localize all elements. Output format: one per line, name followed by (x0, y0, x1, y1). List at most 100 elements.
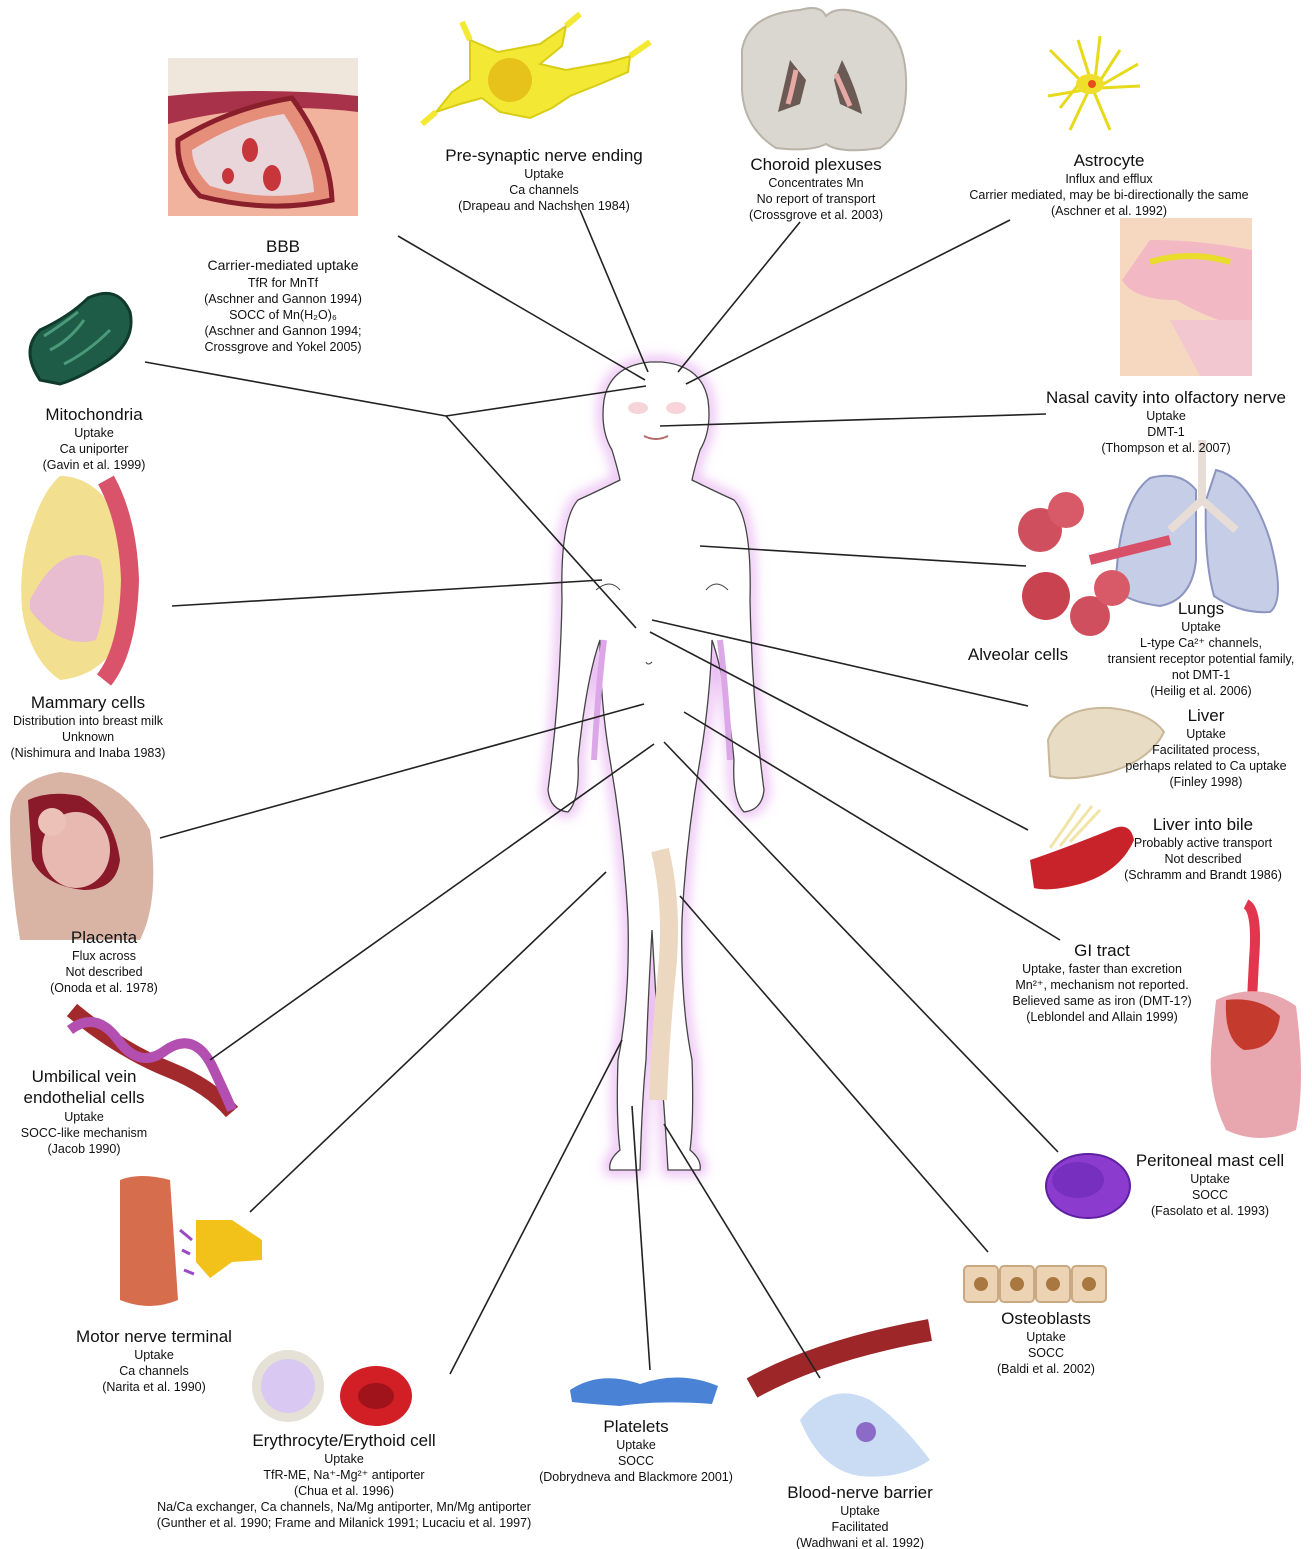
label-nasal-title: Nasal cavity into olfactory nerve (1030, 387, 1302, 408)
label-bbb-title: BBB (168, 236, 398, 257)
label-alveolar: Alveolar cells (956, 644, 1080, 665)
label-choroid: Choroid plexuses Concentrates Mn No repo… (726, 154, 906, 223)
label-gi-line: Mn²⁺, mechanism not reported. (996, 977, 1208, 993)
label-gi: GI tract Uptake, faster than excretion M… (996, 940, 1208, 1025)
label-placenta-line: (Onoda et al. 1978) (34, 980, 174, 996)
label-nasal-line: DMT-1 (1030, 424, 1302, 440)
presynaptic-image (422, 14, 650, 124)
label-choroid-line: Concentrates Mn (726, 175, 906, 191)
platelets-image (570, 1377, 718, 1406)
label-presynaptic: Pre-synaptic nerve ending Uptake Ca chan… (424, 145, 664, 214)
label-liver: Liver Uptake Facilitated process, perhap… (1106, 705, 1306, 790)
label-mast-title: Peritoneal mast cell (1124, 1150, 1296, 1171)
label-mammary: Mammary cells Distribution into breast m… (2, 692, 174, 761)
label-bnb-line: Facilitated (770, 1519, 950, 1535)
label-mast: Peritoneal mast cell Uptake SOCC (Fasola… (1124, 1150, 1296, 1219)
label-bbb-line: Carrier-mediated uptake (168, 257, 398, 275)
label-liverbile-line: Probably active transport (1112, 835, 1294, 851)
label-bbb-line: TfR for MnTf (168, 275, 398, 291)
connector-nasal (660, 414, 1046, 426)
label-astrocyte: Astrocyte Influx and efflux Carrier medi… (950, 150, 1268, 219)
label-umbilical-title: Umbilical vein (6, 1066, 162, 1087)
label-mast-line: (Fasolato et al. 1993) (1124, 1203, 1296, 1219)
label-astrocyte-line: Influx and efflux (950, 171, 1268, 187)
connector-mitochondria (145, 362, 446, 416)
label-erythro-line: Na/Ca exchanger, Ca channels, Na/Mg anti… (134, 1499, 554, 1515)
label-bbb: BBB Carrier-mediated uptake TfR for MnTf… (168, 236, 398, 355)
label-placenta-line: Flux across (34, 948, 174, 964)
placenta-image (10, 772, 153, 940)
label-astrocyte-line: (Aschner et al. 1992) (950, 203, 1268, 219)
label-liver-title: Liver (1106, 705, 1306, 726)
label-placenta-line: Not described (34, 964, 174, 980)
mammary-image (21, 476, 130, 680)
label-motor-line: Ca channels (62, 1363, 246, 1379)
label-erythro-line: TfR-ME, Na⁺-Mg²⁺ antiporter (134, 1467, 554, 1483)
label-mitochondria-line: Uptake (14, 425, 174, 441)
label-presynaptic-line: (Drapeau and Nachshen 1984) (424, 198, 664, 214)
label-mitochondria-line: Ca uniporter (14, 441, 174, 457)
label-erythro-line: (Chua et al. 1996) (134, 1483, 554, 1499)
label-mast-line: Uptake (1124, 1171, 1296, 1187)
osteo-image (964, 1266, 1106, 1302)
connector-choroid (678, 222, 800, 372)
label-liverbile-title: Liver into bile (1112, 814, 1294, 835)
label-erythro-line: Uptake (134, 1451, 554, 1467)
label-liver-line: Facilitated process, (1106, 742, 1306, 758)
label-lungs-line: not DMT-1 (1096, 667, 1306, 683)
label-platelets: Platelets Uptake SOCC (Dobrydneva and Bl… (528, 1416, 744, 1485)
label-osteo-title: Osteoblasts (976, 1308, 1116, 1329)
label-mitochondria: Mitochondria Uptake Ca uniporter (Gavin … (14, 404, 174, 473)
label-bbb-line: Crossgrove and Yokel 2005) (168, 339, 398, 355)
label-gi-title: GI tract (996, 940, 1208, 961)
bbb-image (168, 58, 358, 216)
connector-lines (145, 210, 1060, 1378)
label-osteo: Osteoblasts Uptake SOCC (Baldi et al. 20… (976, 1308, 1116, 1377)
motor-image (120, 1176, 262, 1306)
label-lungs-line: L-type Ca²⁺ channels, (1096, 635, 1306, 651)
mast-image (1046, 1154, 1130, 1218)
connector-mammary (172, 580, 602, 606)
connector-bnb (664, 1124, 820, 1378)
label-liver-line: Uptake (1106, 726, 1306, 742)
nasal-image (1120, 218, 1252, 376)
label-presynaptic-title: Pre-synaptic nerve ending (424, 145, 664, 166)
label-presynaptic-line: Uptake (424, 166, 664, 182)
label-platelets-title: Platelets (528, 1416, 744, 1437)
label-gi-line: Uptake, faster than excretion (996, 961, 1208, 977)
label-bnb-line: (Wadhwani et al. 1992) (770, 1535, 950, 1549)
label-mitochondria-line: (Gavin et al. 1999) (14, 457, 174, 473)
label-gi-line: Believed same as iron (DMT-1?) (996, 993, 1208, 1009)
label-platelets-line: Uptake (528, 1437, 744, 1453)
label-lungs-line: (Heilig et al. 2006) (1096, 683, 1306, 699)
label-motor: Motor nerve terminal Uptake Ca channels … (62, 1326, 246, 1395)
connector-motor (250, 872, 606, 1212)
connector-gi (684, 712, 1060, 940)
label-mammary-title: Mammary cells (2, 692, 174, 713)
label-bnb-title: Blood-nerve barrier (770, 1482, 950, 1503)
label-astrocyte-line: Carrier mediated, may be bi-directionall… (950, 187, 1268, 203)
label-mitochondria-title: Mitochondria (14, 404, 174, 425)
label-lungs-line: transient receptor potential family, (1096, 651, 1306, 667)
label-mammary-line: Unknown (2, 729, 174, 745)
label-choroid-line: No report of transport (726, 191, 906, 207)
label-erythro-title: Erythrocyte/Erythoid cell (134, 1430, 554, 1451)
label-bnb: Blood-nerve barrier Uptake Facilitated (… (770, 1482, 950, 1549)
label-liver-line: perhaps related to Ca uptake (1106, 758, 1306, 774)
label-presynaptic-line: Ca channels (424, 182, 664, 198)
label-platelets-line: SOCC (528, 1453, 744, 1469)
label-osteo-line: (Baldi et al. 2002) (976, 1361, 1116, 1377)
label-platelets-line: (Dobrydneva and Blackmore 2001) (528, 1469, 744, 1485)
erythro-image (252, 1350, 412, 1426)
label-bnb-line: Uptake (770, 1503, 950, 1519)
label-motor-title: Motor nerve terminal (62, 1326, 246, 1347)
label-gi-line: (Leblondel and Allain 1999) (996, 1009, 1208, 1025)
label-osteo-line: Uptake (976, 1329, 1116, 1345)
label-placenta: Placenta Flux across Not described (Onod… (34, 927, 174, 996)
label-osteo-line: SOCC (976, 1345, 1116, 1361)
label-bbb-line: (Aschner and Gannon 1994) (168, 291, 398, 307)
connector-umbilical (210, 744, 654, 1060)
label-bbb-line: (Aschner and Gannon 1994; (168, 323, 398, 339)
label-umbilical-title2: endothelial cells (6, 1087, 162, 1108)
